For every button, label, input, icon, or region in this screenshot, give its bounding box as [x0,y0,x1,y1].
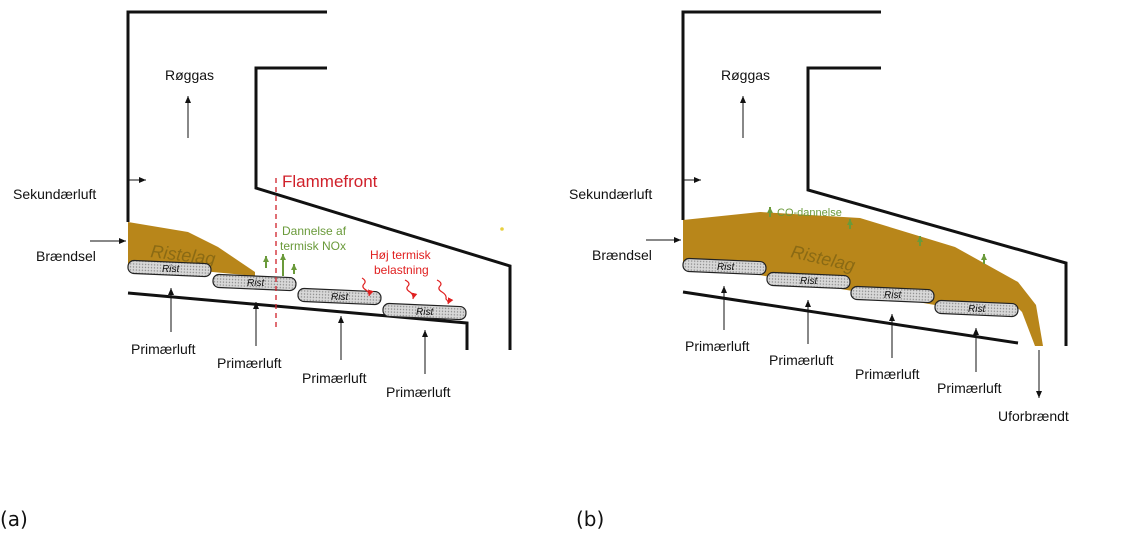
grate-segment: Rist [934,299,1019,318]
grate-label: Rist [884,290,902,301]
unburnt-label: Uforbrændt [998,408,1069,424]
secondary-air-label: Sekundærluft [569,186,652,202]
grate-label: Rist [968,304,986,315]
grate-floor-wall [127,291,469,350]
grate-segment: Rist [682,257,767,276]
primary-air-label: Primærluft [937,380,1002,396]
primary-air-label: Primærluft [131,341,196,357]
secondary-air-label: Sekundærluft [13,186,96,202]
flue-gas-label: Røggas [721,67,770,83]
grate-label: Rist [162,264,180,275]
nox-label-line1: Dannelse af [282,224,347,238]
flue-gas-label: Røggas [165,67,214,83]
flame-front-label: Flammefront [282,172,378,191]
grate-label: Rist [247,278,265,289]
heat-wave-arrow [404,279,418,300]
primary-air-label: Primærluft [769,352,834,368]
primary-air-label: Primærluft [855,366,920,382]
furnace-inner-wall [806,66,1068,346]
primary-air-label: Primærluft [302,370,367,386]
primary-air-label: Primærluft [386,384,451,400]
panel-b-label: (b) [576,507,604,531]
grate-segment: Rist [212,273,297,292]
grate-segment: Rist [850,285,935,304]
furnace-outer-wall [681,10,881,220]
grate-segment: Rist [127,259,212,278]
nox-label-line2: termisk NOx [280,239,346,253]
panel-a-label: (a) [0,507,28,531]
primary-air-label: Primærluft [685,338,750,354]
furnace-outer-wall [126,10,327,222]
thermal-load-label-line2: belastning [374,263,429,277]
speck [500,227,504,231]
thermal-load-label-line1: Høj termisk [370,248,432,262]
heat-wave-arrow [436,279,454,305]
co-formation-label: CO-dannelse [777,207,842,219]
fuel-bed [683,212,1043,346]
grate-segment: Rist [766,271,851,290]
panel-a: Ristelag Rist Rist Rist Rist Røggas Seku… [0,10,512,531]
grate-label: Rist [717,262,735,273]
fuel-label: Brændsel [36,248,96,264]
grate-segment: Rist [382,302,467,321]
grate-label: Rist [331,292,349,303]
panel-b: Ristelag Rist Rist Rist Rist Røggas Seku… [569,10,1069,531]
grate-label: Rist [416,307,434,318]
furnace-inner-wall [254,66,512,350]
fuel-label: Brændsel [592,247,652,263]
grate-segment: Rist [297,287,382,306]
grate-label: Rist [800,276,818,287]
heat-wave-arrow [361,277,374,297]
primary-air-label: Primærluft [217,355,282,371]
grate-floor-wall [682,290,1019,345]
